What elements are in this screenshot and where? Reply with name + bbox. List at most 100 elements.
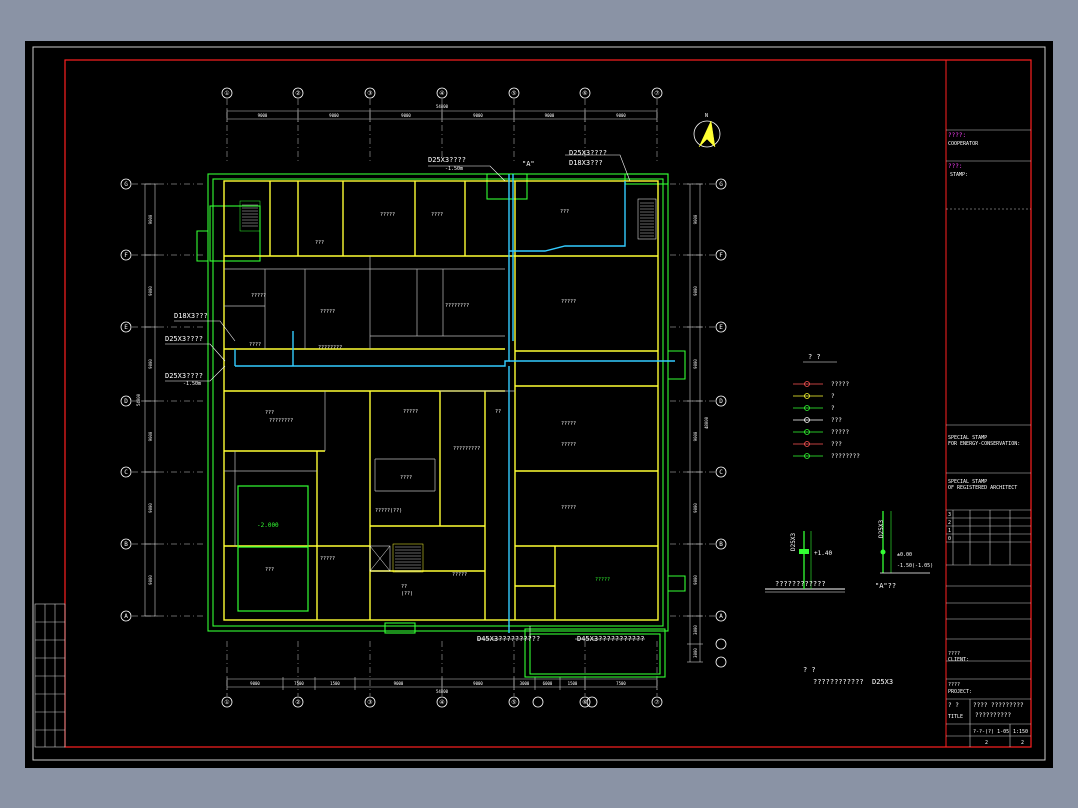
notes-line: ???????????? bbox=[813, 678, 864, 686]
notes: ? ? ???????????? D25X3 bbox=[803, 666, 893, 686]
room-label: (??) bbox=[401, 591, 413, 597]
grid-bubble bbox=[120, 249, 132, 261]
grid-bubble bbox=[221, 696, 233, 708]
dimension-text: 9000 bbox=[148, 214, 153, 224]
grid-bubble bbox=[715, 249, 727, 261]
project-label: PROJECT: bbox=[948, 689, 972, 695]
grid-label: ⑤ bbox=[511, 90, 516, 97]
grid-label: F bbox=[124, 252, 128, 259]
dimension-text: 3000 bbox=[693, 648, 698, 658]
legend-item-label: ??? bbox=[831, 441, 842, 448]
detail-1: D25X3 +1.40 ???????????? bbox=[765, 531, 845, 593]
stair-treads bbox=[242, 202, 654, 572]
detail-2: D25X3 ±0.00 -1.50(-1.05) "A"?? bbox=[875, 511, 933, 590]
grid-label: D bbox=[719, 398, 723, 405]
cooperator-label: COOPERATOR bbox=[948, 141, 979, 147]
legend-item-label: ????? bbox=[831, 429, 849, 436]
legend-item-label: ??? bbox=[831, 417, 842, 424]
room-label: ?? bbox=[495, 409, 501, 415]
grid-bubble bbox=[715, 178, 727, 190]
special-stamp-2b: OF REGISTERED ARCHITECT bbox=[948, 485, 1017, 491]
pool-elevation: -2.000 bbox=[257, 522, 279, 529]
room-label: ????????? bbox=[453, 446, 480, 452]
pipe-network bbox=[234, 174, 675, 633]
stamp-label: STAMP: bbox=[950, 172, 968, 178]
legend-symbol bbox=[804, 441, 810, 447]
grid-label: F bbox=[719, 252, 723, 259]
grid-bubble bbox=[120, 610, 132, 622]
dimension-text: 7500 bbox=[616, 681, 626, 686]
sheet-number: 2 bbox=[985, 740, 988, 746]
grid-bubble bbox=[715, 538, 727, 550]
room-label: ???? bbox=[249, 342, 261, 348]
legend-symbol bbox=[804, 393, 810, 399]
title-block: ????: COOPERATOR ???: STAMP: SPECIAL STA… bbox=[945, 60, 1031, 747]
grid-bubble bbox=[579, 87, 591, 99]
client-label: CLIENT: bbox=[948, 657, 969, 663]
notes-line-suffix: D25X3 bbox=[872, 678, 893, 686]
grid-bubble bbox=[715, 395, 727, 407]
grid-bubble bbox=[436, 87, 448, 99]
detail-2-caption: "A"?? bbox=[875, 582, 896, 590]
grid-label: G bbox=[124, 181, 128, 188]
dimension-total: 48000 bbox=[704, 416, 709, 429]
grid-label: ⑥ bbox=[582, 90, 587, 97]
room-label: ?????(??) bbox=[375, 508, 402, 514]
dimension-text: 3000 bbox=[693, 625, 698, 635]
dimension-text: 9000 bbox=[148, 359, 153, 369]
callout-top-left-sub: -1.50m bbox=[445, 166, 463, 172]
grid-lines bbox=[132, 99, 715, 696]
dimension-text: 7500 bbox=[294, 681, 304, 686]
legend-symbol bbox=[804, 405, 810, 411]
grid-bubble bbox=[715, 321, 727, 333]
legend-symbol bbox=[804, 453, 810, 459]
revision-number: 1 bbox=[948, 528, 951, 534]
grid-label: ③ bbox=[367, 90, 372, 97]
callout-left-2: D25X3???? bbox=[165, 335, 203, 343]
client-cn: ???? bbox=[948, 651, 960, 657]
revision-number: 2 bbox=[948, 520, 951, 526]
room-label: ???????? bbox=[445, 303, 469, 309]
room-label: ??? bbox=[265, 567, 274, 573]
grid-label: G bbox=[719, 181, 723, 188]
grid-label: ② bbox=[295, 699, 300, 706]
dimension-text: 9000 bbox=[148, 575, 153, 585]
callout-bottom-1: D45X3?????????? bbox=[477, 635, 540, 643]
grid-label: B bbox=[719, 541, 723, 548]
special-stamp-2: SPECIAL STAMP bbox=[948, 479, 987, 485]
room-label: ????? bbox=[561, 421, 576, 427]
callout-left-3: D25X3???? bbox=[165, 372, 203, 380]
callout-top-left: D25X3???? bbox=[428, 156, 466, 164]
svg-text:N: N bbox=[705, 113, 708, 119]
callout-left-3-sub: -1.50m bbox=[183, 381, 201, 387]
legend-item-label: ? bbox=[831, 393, 835, 400]
detail-a-mark: "A" bbox=[522, 160, 535, 168]
grid-bubble bbox=[508, 87, 520, 99]
room-label: ???????? bbox=[318, 345, 342, 351]
detail-2-elev: ±0.00 bbox=[897, 552, 912, 558]
dimension-lines bbox=[142, 109, 703, 690]
dimension-text: 9000 bbox=[148, 431, 153, 441]
dimension-text: 9000 bbox=[693, 431, 698, 441]
legend-symbol bbox=[804, 417, 810, 423]
title-value: ???? ????????? bbox=[973, 702, 1024, 709]
room-label: ????? bbox=[595, 577, 610, 583]
dimension-text: 9000 bbox=[329, 113, 339, 118]
legend-item-label: ? bbox=[831, 405, 835, 412]
dimension-text: 9000 bbox=[693, 503, 698, 513]
grid-bubble bbox=[651, 87, 663, 99]
special-stamp-1b: FOR ENERGY-CONSERVATION: bbox=[948, 441, 1020, 447]
grid-bubble bbox=[579, 696, 591, 708]
grid-bubble bbox=[436, 696, 448, 708]
grid-bubble bbox=[120, 395, 132, 407]
grid-bubble bbox=[715, 610, 727, 622]
room-label: ????? bbox=[403, 409, 418, 415]
legend-symbol bbox=[804, 429, 810, 435]
grid-label: C bbox=[719, 469, 723, 476]
room-label: ?? bbox=[401, 584, 407, 590]
callout-top-right-2: D18X3??? bbox=[569, 159, 603, 167]
dimension-text: 9000 bbox=[693, 214, 698, 224]
room-label: ??? bbox=[560, 209, 569, 215]
interior-walls bbox=[223, 180, 659, 621]
